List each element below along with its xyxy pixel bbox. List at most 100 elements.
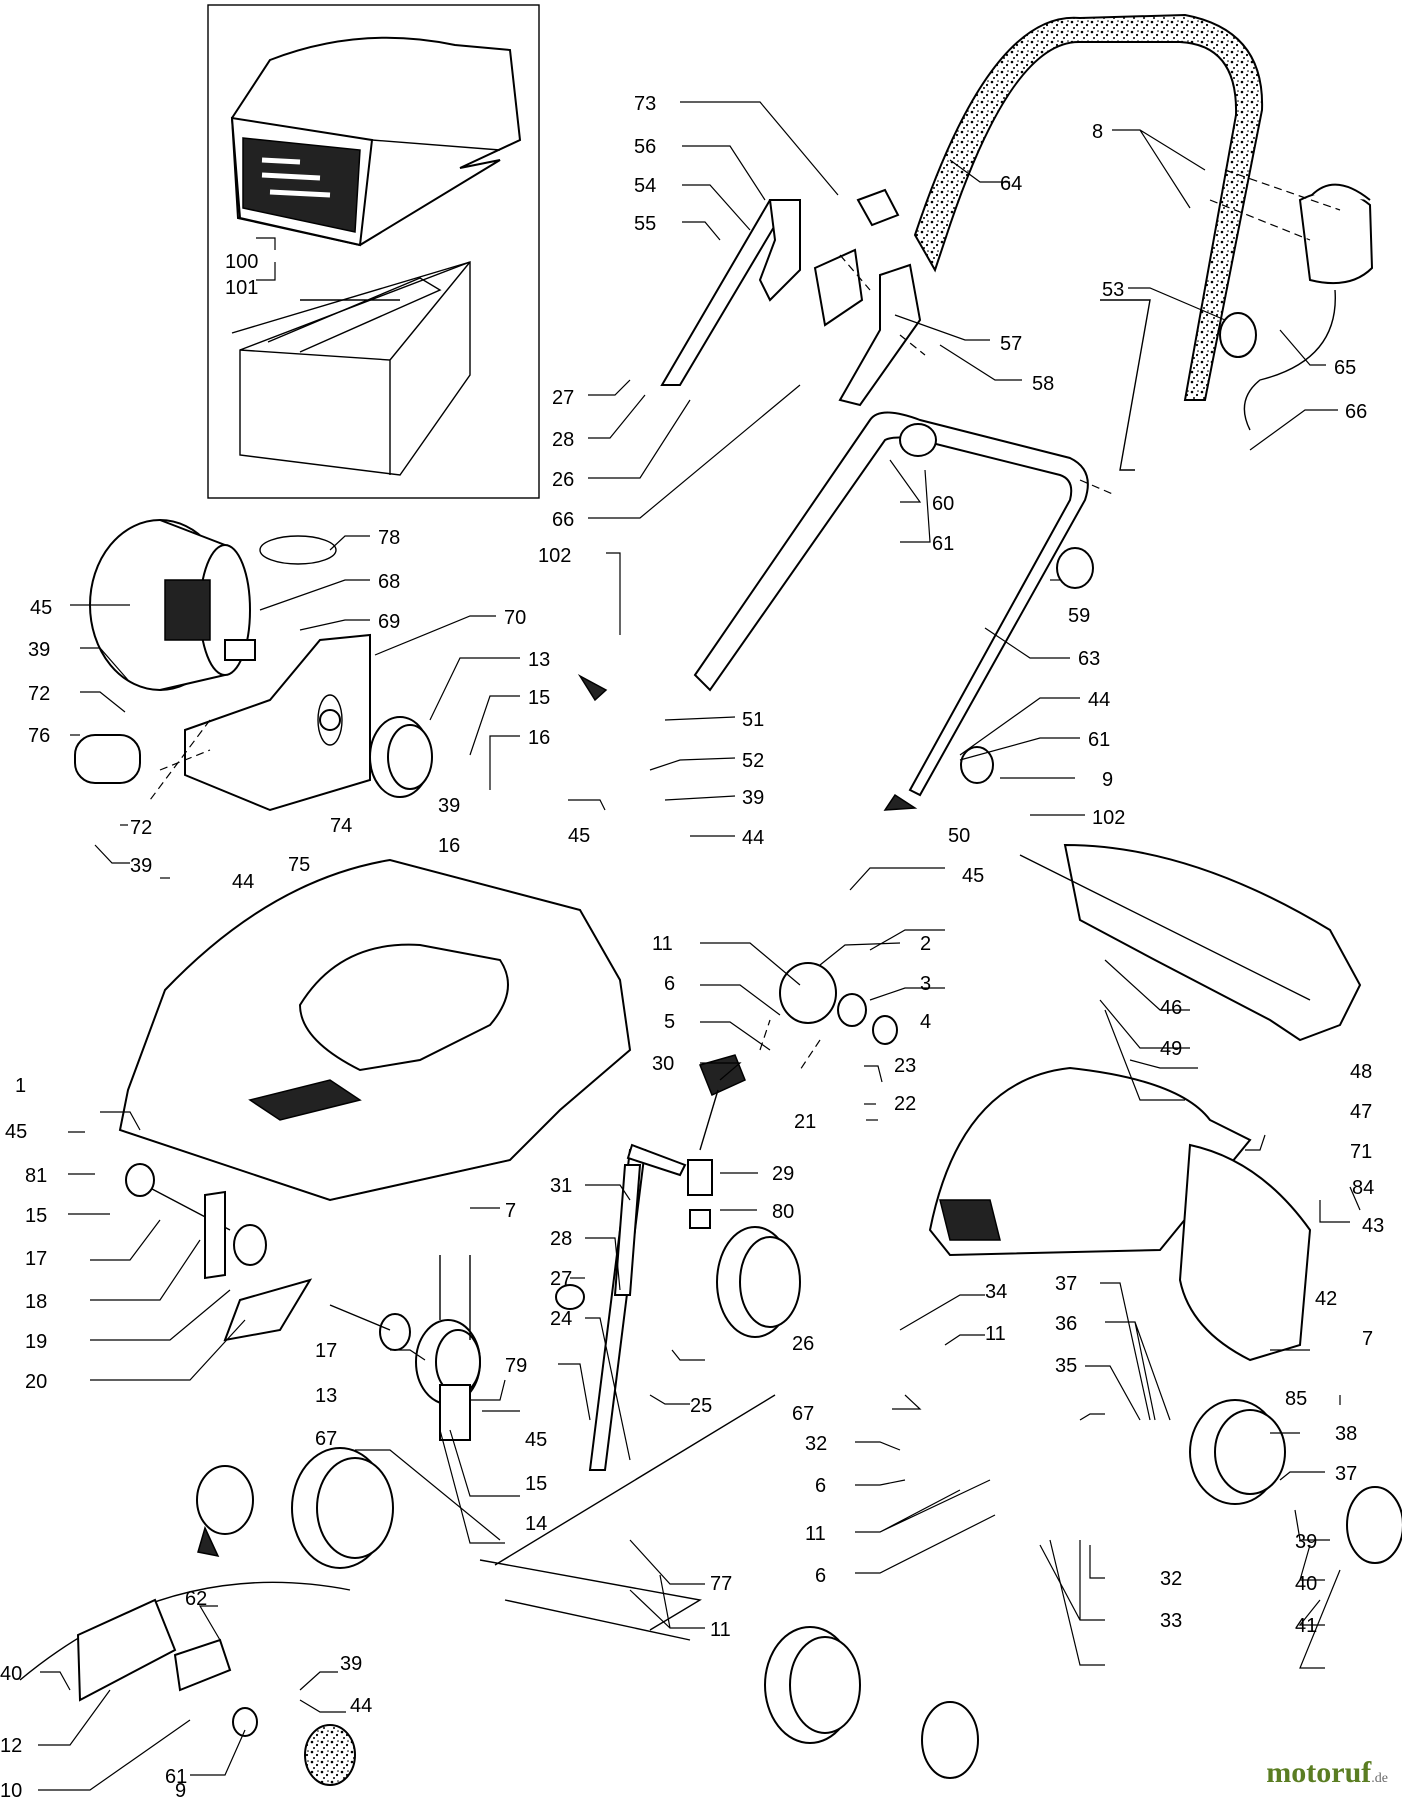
label-10: 10 xyxy=(0,1780,22,1800)
label-28-top: 28 xyxy=(552,429,574,451)
front-wheel-left xyxy=(291,1447,394,1569)
label-18: 18 xyxy=(25,1291,47,1313)
label-13-bottom: 13 xyxy=(315,1385,337,1407)
label-17-bottom: 17 xyxy=(315,1340,337,1362)
label-68: 68 xyxy=(378,571,400,593)
label-23: 23 xyxy=(894,1055,916,1077)
label-73: 73 xyxy=(634,93,656,115)
label-3: 3 xyxy=(920,973,931,995)
rear-wheel-right xyxy=(716,1226,801,1338)
label-81: 81 xyxy=(25,1165,47,1187)
label-58: 58 xyxy=(1032,373,1054,395)
label-36: 36 xyxy=(1055,1313,1077,1335)
label-66-mid: 66 xyxy=(552,509,574,531)
label-11-top: 11 xyxy=(652,933,673,955)
capacitor-76 xyxy=(74,734,141,784)
cap-27 xyxy=(555,1284,585,1310)
label-9-handle: 9 xyxy=(1102,769,1113,791)
knob-9 xyxy=(960,746,994,784)
label-11-mid: 11 xyxy=(985,1323,1006,1345)
label-14: 14 xyxy=(525,1513,547,1535)
label-46: 46 xyxy=(1160,997,1182,1019)
label-64: 64 xyxy=(1000,173,1022,195)
label-102-left: 102 xyxy=(538,545,571,567)
label-40-left: 40 xyxy=(0,1663,22,1685)
label-84: 84 xyxy=(1352,1177,1374,1199)
label-24: 24 xyxy=(550,1308,572,1330)
label-15-top: 15 xyxy=(528,687,550,709)
pulley-13-top xyxy=(369,716,433,798)
cable-clip-53 xyxy=(1219,312,1257,358)
label-13-top: 13 xyxy=(528,649,550,671)
label-37-bottom: 37 xyxy=(1335,1463,1357,1485)
label-52: 52 xyxy=(742,750,764,772)
label-44-bracket: 44 xyxy=(742,827,764,849)
spacer-73 xyxy=(856,188,900,227)
label-43: 43 xyxy=(1362,1215,1384,1237)
label-100: 100 xyxy=(225,251,258,273)
cutter-shaft xyxy=(125,1163,411,1351)
label-65: 65 xyxy=(1334,357,1356,379)
height-lever-54 xyxy=(660,199,922,407)
label-61-top: 61 xyxy=(932,533,954,555)
grass-bag-100 xyxy=(230,36,522,247)
label-76: 76 xyxy=(28,725,50,747)
arrow-50 xyxy=(883,793,918,811)
label-102-right: 102 xyxy=(1092,807,1125,829)
label-6-mid: 6 xyxy=(815,1475,826,1497)
label-35: 35 xyxy=(1055,1355,1077,1377)
label-26-mid: 26 xyxy=(792,1333,814,1355)
label-27-top: 27 xyxy=(552,387,574,409)
label-39-left: 39 xyxy=(130,855,152,877)
label-61-inset: 61 xyxy=(165,1766,187,1788)
label-39-motor: 39 xyxy=(28,639,50,661)
label-62: 62 xyxy=(185,1588,207,1610)
label-49: 49 xyxy=(1160,1038,1182,1060)
label-29: 29 xyxy=(772,1163,794,1185)
label-40-right: 40 xyxy=(1295,1573,1317,1595)
label-37-top: 37 xyxy=(1055,1273,1077,1295)
label-41: 41 xyxy=(1295,1615,1317,1637)
arrow-62 xyxy=(197,1525,220,1558)
label-32-top: 32 xyxy=(805,1433,827,1455)
label-54: 54 xyxy=(634,175,656,197)
adjust-knob-30 xyxy=(687,1054,746,1229)
label-21: 21 xyxy=(794,1111,816,1133)
label-1: 1 xyxy=(15,1075,26,1097)
label-75: 75 xyxy=(288,854,310,876)
label-42: 42 xyxy=(1315,1288,1337,1310)
arrow-51 xyxy=(577,673,608,702)
label-63: 63 xyxy=(1078,648,1100,670)
label-8: 8 xyxy=(1092,121,1103,143)
label-25: 25 xyxy=(690,1395,712,1417)
label-70: 70 xyxy=(504,607,526,629)
label-28-mid: 28 xyxy=(550,1228,572,1250)
label-31: 31 xyxy=(550,1175,572,1197)
label-6-low: 6 xyxy=(815,1565,826,1587)
label-45-bottom: 45 xyxy=(525,1429,547,1451)
label-67-left: 67 xyxy=(315,1428,337,1450)
label-11-bottom: 11 xyxy=(710,1619,731,1641)
label-79: 79 xyxy=(505,1355,527,1377)
pulley-13-bottom xyxy=(415,1319,481,1441)
label-77: 77 xyxy=(710,1573,732,1595)
label-11-low: 11 xyxy=(805,1523,826,1545)
grass-bag-inset xyxy=(207,4,540,499)
label-39-right: 39 xyxy=(1295,1531,1317,1553)
label-45-motor: 45 xyxy=(30,597,52,619)
label-60: 60 xyxy=(932,493,954,515)
label-17-left: 17 xyxy=(25,1248,47,1270)
label-72-top: 72 xyxy=(28,683,50,705)
label-85: 85 xyxy=(1285,1388,1307,1410)
housing-1 xyxy=(118,858,632,1202)
label-19: 19 xyxy=(25,1331,47,1353)
lever-plate-31 xyxy=(613,1164,642,1296)
label-26-top: 26 xyxy=(552,469,574,491)
label-6-top: 6 xyxy=(664,973,675,995)
label-20: 20 xyxy=(25,1371,47,1393)
label-59: 59 xyxy=(1068,605,1090,627)
label-7-right: 7 xyxy=(1362,1328,1373,1350)
front-hubcap-left xyxy=(196,1465,254,1535)
label-16-top: 16 xyxy=(528,727,550,749)
label-50: 50 xyxy=(948,825,970,847)
